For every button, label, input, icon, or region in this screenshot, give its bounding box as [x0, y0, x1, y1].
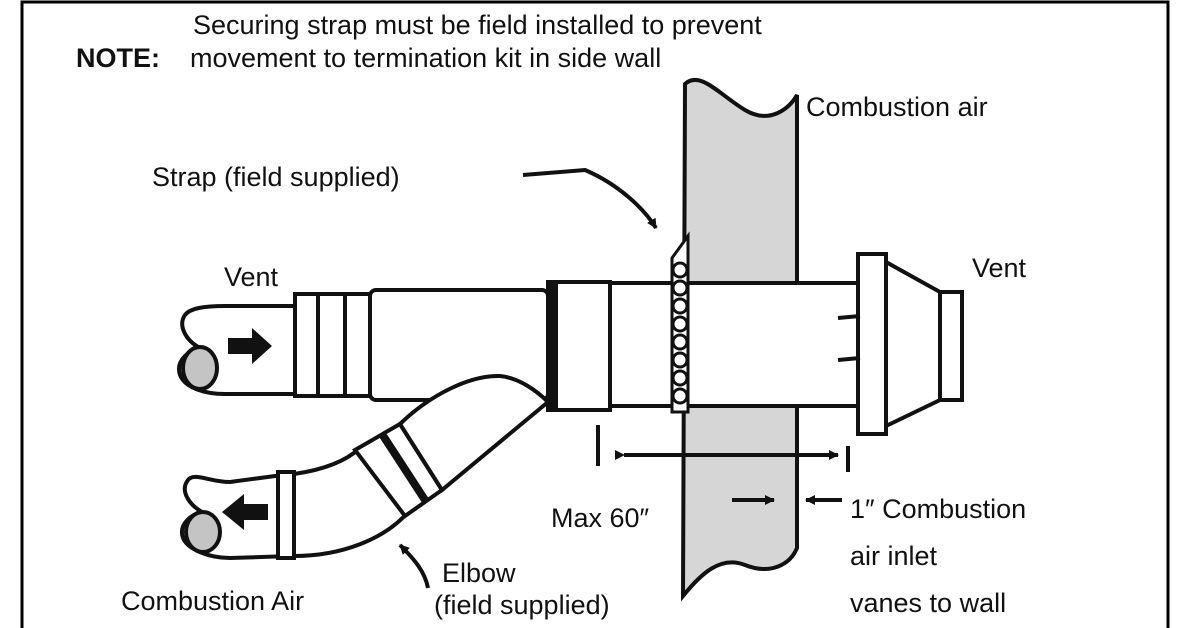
inlet-label-line1: 1″ Combustion — [850, 494, 1026, 524]
vent-left-label: Vent — [224, 262, 279, 292]
termination-cap — [837, 252, 964, 436]
combustion-air-top-label: Combustion air — [806, 92, 988, 122]
strap — [670, 231, 690, 414]
strap-leader-arrow — [522, 167, 658, 230]
note-line2: movement to termination kit in side wall — [190, 43, 661, 73]
inlet-label-line3: vanes to wall — [850, 588, 1006, 618]
elbow-leader-arrow — [398, 543, 430, 589]
combustion-air-pipe — [179, 373, 551, 561]
vent-right-label: Vent — [972, 253, 1027, 283]
note-prefix: NOTE: — [76, 43, 160, 73]
elbow-label-line1: Elbow — [442, 558, 516, 588]
note-line1: Securing strap must be field installed t… — [193, 10, 762, 40]
combustion-air-flow-arrow — [222, 494, 268, 530]
combustion-air-bottom-label: Combustion Air — [121, 586, 304, 616]
vent-flow-arrow — [228, 328, 272, 364]
diagram-frame — [20, 0, 1170, 628]
max-label: Max 60″ — [551, 503, 650, 533]
vent-pipe — [177, 280, 862, 412]
strap-label: Strap (field supplied) — [152, 162, 400, 192]
inlet-label-line2: air inlet — [850, 541, 938, 571]
elbow-label-line2: (field supplied) — [434, 590, 610, 620]
max-dimension — [596, 425, 850, 472]
